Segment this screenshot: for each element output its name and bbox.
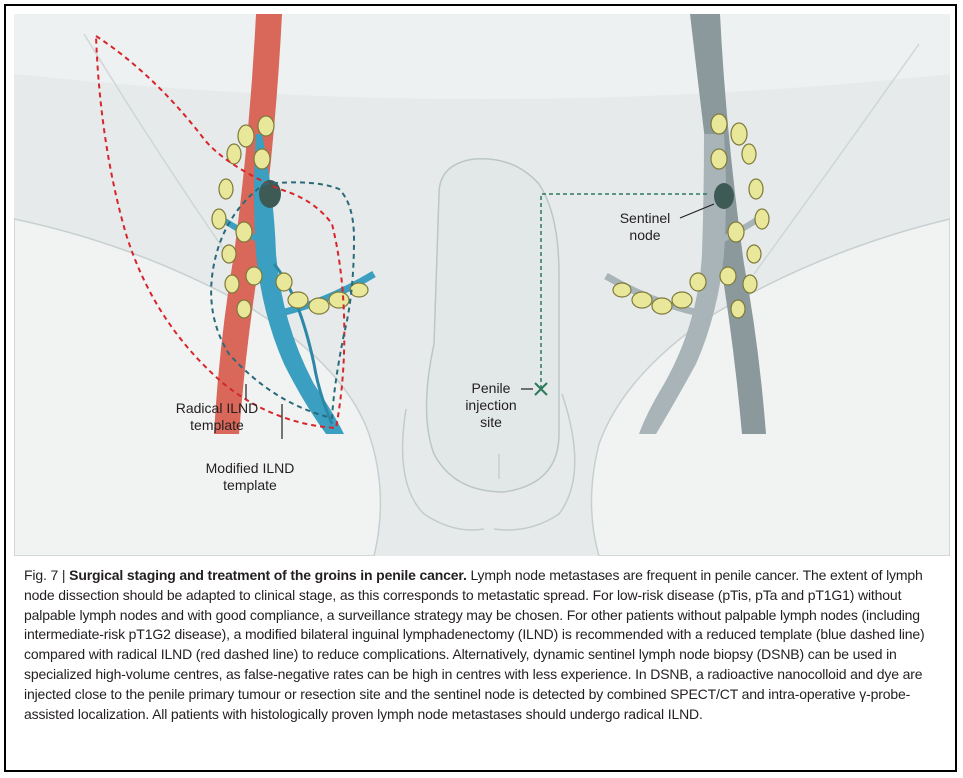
injection-label-line2: injection	[458, 397, 524, 414]
figure-frame: Radical ILND template Modified ILND temp…	[4, 4, 957, 772]
caption-title: Surgical staging and treatment of the gr…	[69, 567, 467, 583]
modified-ilnd-label: Modified ILND template	[190, 460, 310, 494]
abdomen-shading	[14, 14, 950, 99]
radical-label-line2: template	[162, 417, 272, 434]
penis	[427, 159, 560, 492]
modified-label-line2: template	[190, 477, 310, 494]
figure-caption: Fig. 7 | Surgical staging and treatment …	[24, 566, 949, 724]
caption-body: Lymph node metastases are frequent in pe…	[24, 567, 925, 722]
caption-fig-number: Fig. 7	[24, 567, 58, 583]
caption-separator: |	[62, 567, 66, 583]
injection-site-label: Penile injection site	[458, 380, 524, 431]
modified-label-line1: Modified ILND	[190, 460, 310, 477]
injection-label-line1: Penile	[458, 380, 524, 397]
sentinel-label-line1: Sentinel	[610, 210, 680, 227]
injection-label-line3: site	[458, 414, 524, 431]
sentinel-label-line2: node	[610, 227, 680, 244]
radical-label-line1: Radical ILND	[162, 400, 272, 417]
anatomical-illustration: Radical ILND template Modified ILND temp…	[14, 14, 950, 556]
radical-ilnd-label: Radical ILND template	[162, 400, 272, 434]
sentinel-node-label: Sentinel node	[610, 210, 680, 244]
right-sentinel-node	[714, 183, 734, 209]
illustration-svg	[14, 14, 950, 556]
